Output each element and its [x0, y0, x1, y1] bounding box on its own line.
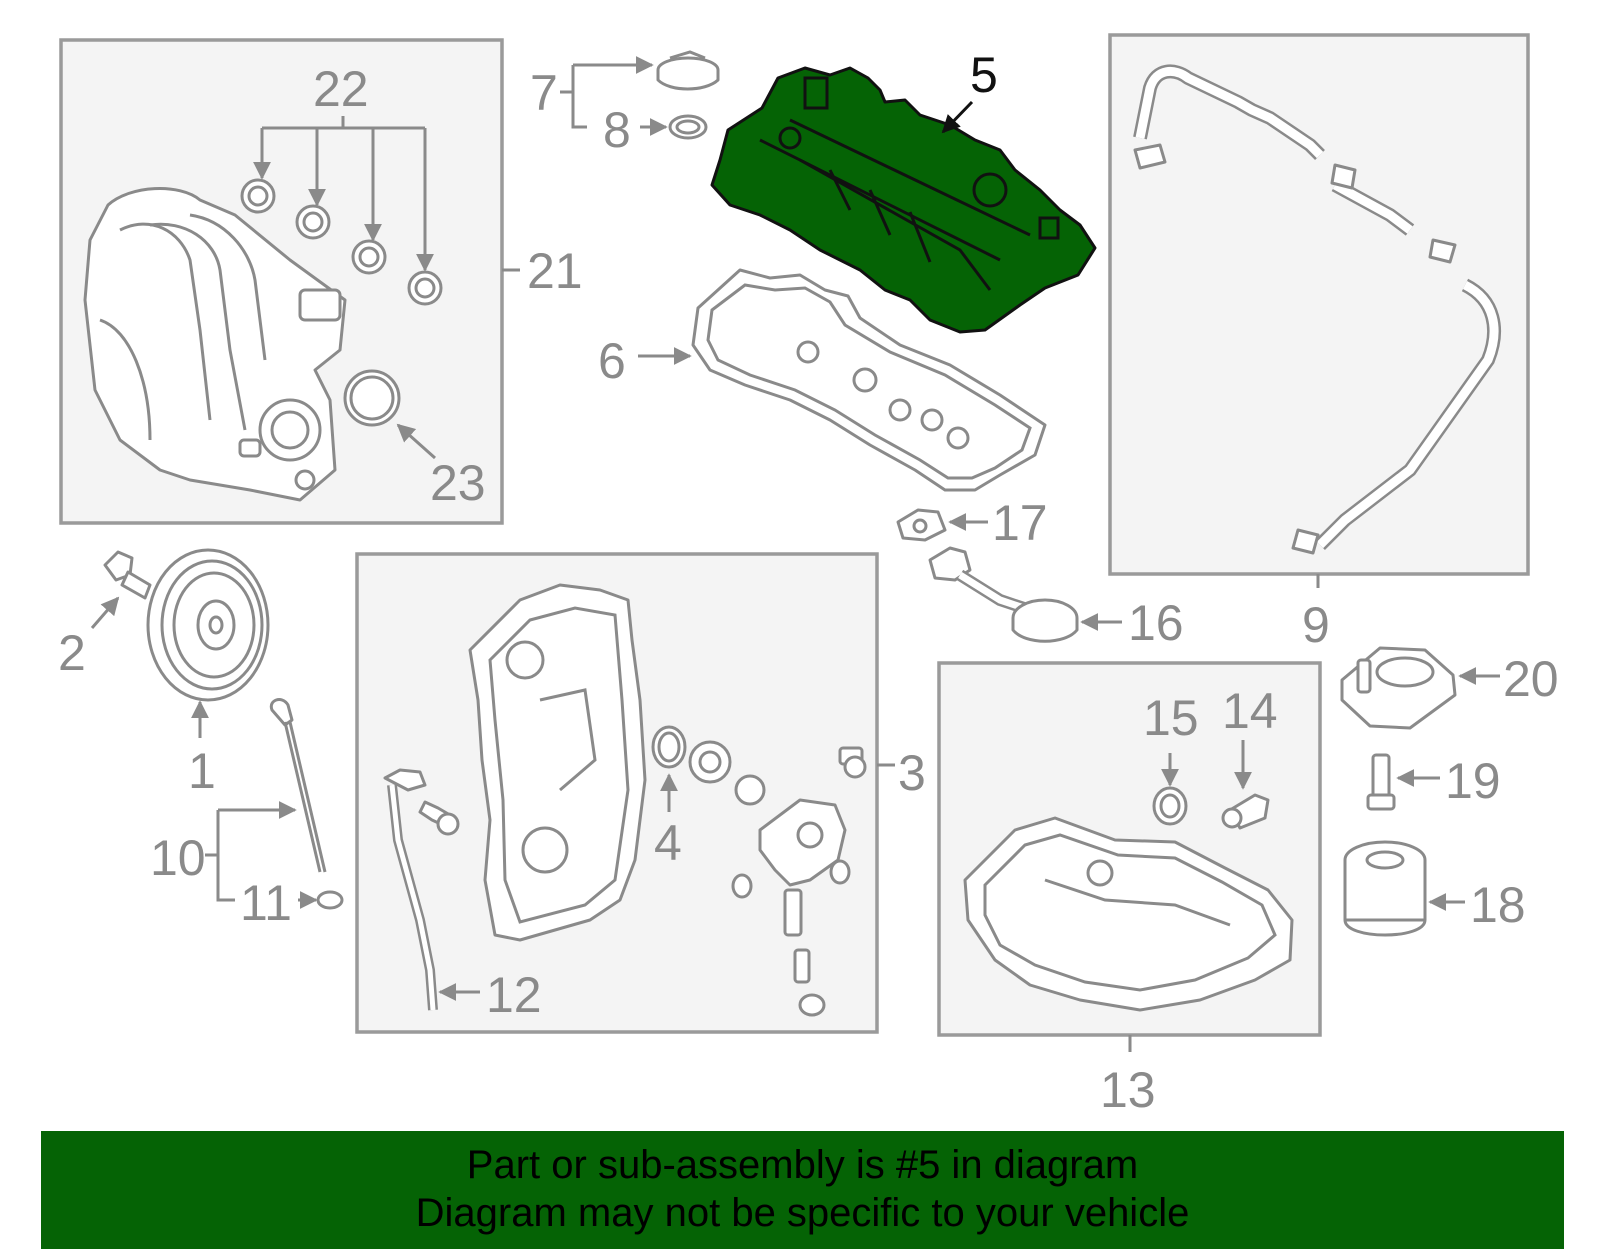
- callout-3: 3: [898, 745, 926, 801]
- pcv-hose-part[interactable]: [1133, 64, 1501, 555]
- callout-23: 23: [430, 455, 486, 511]
- callout-7: 7: [530, 65, 558, 121]
- callout-20: 20: [1503, 651, 1559, 707]
- callout-4: 4: [654, 815, 682, 871]
- oil-filler-cap-part[interactable]: [656, 50, 720, 91]
- callout-2: 2: [58, 625, 86, 681]
- callout-12: 12: [486, 967, 542, 1023]
- banner-line-disclaimer: Diagram may not be specific to your vehi…: [415, 1191, 1190, 1235]
- callout-13: 13: [1100, 1062, 1156, 1118]
- callout-6: 6: [598, 333, 626, 389]
- crankshaft-pulley-part[interactable]: [146, 548, 270, 702]
- callout-22: 22: [313, 61, 369, 117]
- banner-line-part-number: Part or sub-assembly is #5 in diagram: [466, 1143, 1139, 1187]
- callout-9: 9: [1302, 597, 1330, 653]
- oil-pickup-tube-part[interactable]: [928, 546, 1079, 643]
- timing-cover-part[interactable]: [468, 583, 647, 942]
- crank-seal-part[interactable]: [651, 725, 687, 769]
- cooler-bolt-part[interactable]: [1366, 753, 1396, 811]
- callout-17: 17: [992, 495, 1048, 551]
- dipstick-part[interactable]: [269, 698, 327, 873]
- callout-16: 16: [1128, 595, 1184, 651]
- callout-1: 1: [188, 743, 216, 799]
- callout-10: 10: [150, 830, 206, 886]
- callout-21: 21: [527, 243, 583, 299]
- callout-5: 5: [970, 47, 998, 103]
- pickup-gasket-part[interactable]: [896, 508, 947, 542]
- oil-cap-seal-part[interactable]: [668, 114, 708, 140]
- dipstick-tube-part[interactable]: [383, 768, 438, 1011]
- drain-plug-gasket-part[interactable]: [1152, 786, 1188, 826]
- valve-cover-part-highlighted[interactable]: [710, 66, 1097, 334]
- group-box-9: [1108, 33, 1530, 576]
- callout-18: 18: [1470, 877, 1526, 933]
- oil-cooler-part[interactable]: [1340, 646, 1457, 730]
- callout-11: 11: [240, 875, 292, 931]
- timing-cover-bolt-part[interactable]: [418, 800, 460, 836]
- oil-pump-housing-part[interactable]: [758, 746, 867, 887]
- oil-filter-part[interactable]: [1343, 840, 1427, 937]
- relief-valve-parts[interactable]: [731, 859, 851, 1017]
- manifold-seal-part[interactable]: [343, 369, 401, 427]
- intake-gaskets-part[interactable]: [240, 178, 443, 306]
- callout-14: 14: [1222, 683, 1278, 739]
- info-banner: Part or sub-assembly is #5 in diagram Di…: [41, 1131, 1564, 1249]
- callout-19: 19: [1445, 753, 1501, 809]
- callout-8: 8: [603, 102, 631, 158]
- oil-pan-part[interactable]: [963, 816, 1294, 1012]
- dipstick-oring-part[interactable]: [316, 890, 344, 910]
- intake-manifold-part[interactable]: [83, 187, 347, 502]
- drain-plug-part[interactable]: [1221, 793, 1270, 830]
- valve-cover-gasket-part[interactable]: [691, 268, 1047, 492]
- pulley-bolt-part[interactable]: [103, 550, 152, 600]
- callout-15: 15: [1143, 690, 1199, 746]
- oil-pump-rotor-part[interactable]: [688, 740, 766, 806]
